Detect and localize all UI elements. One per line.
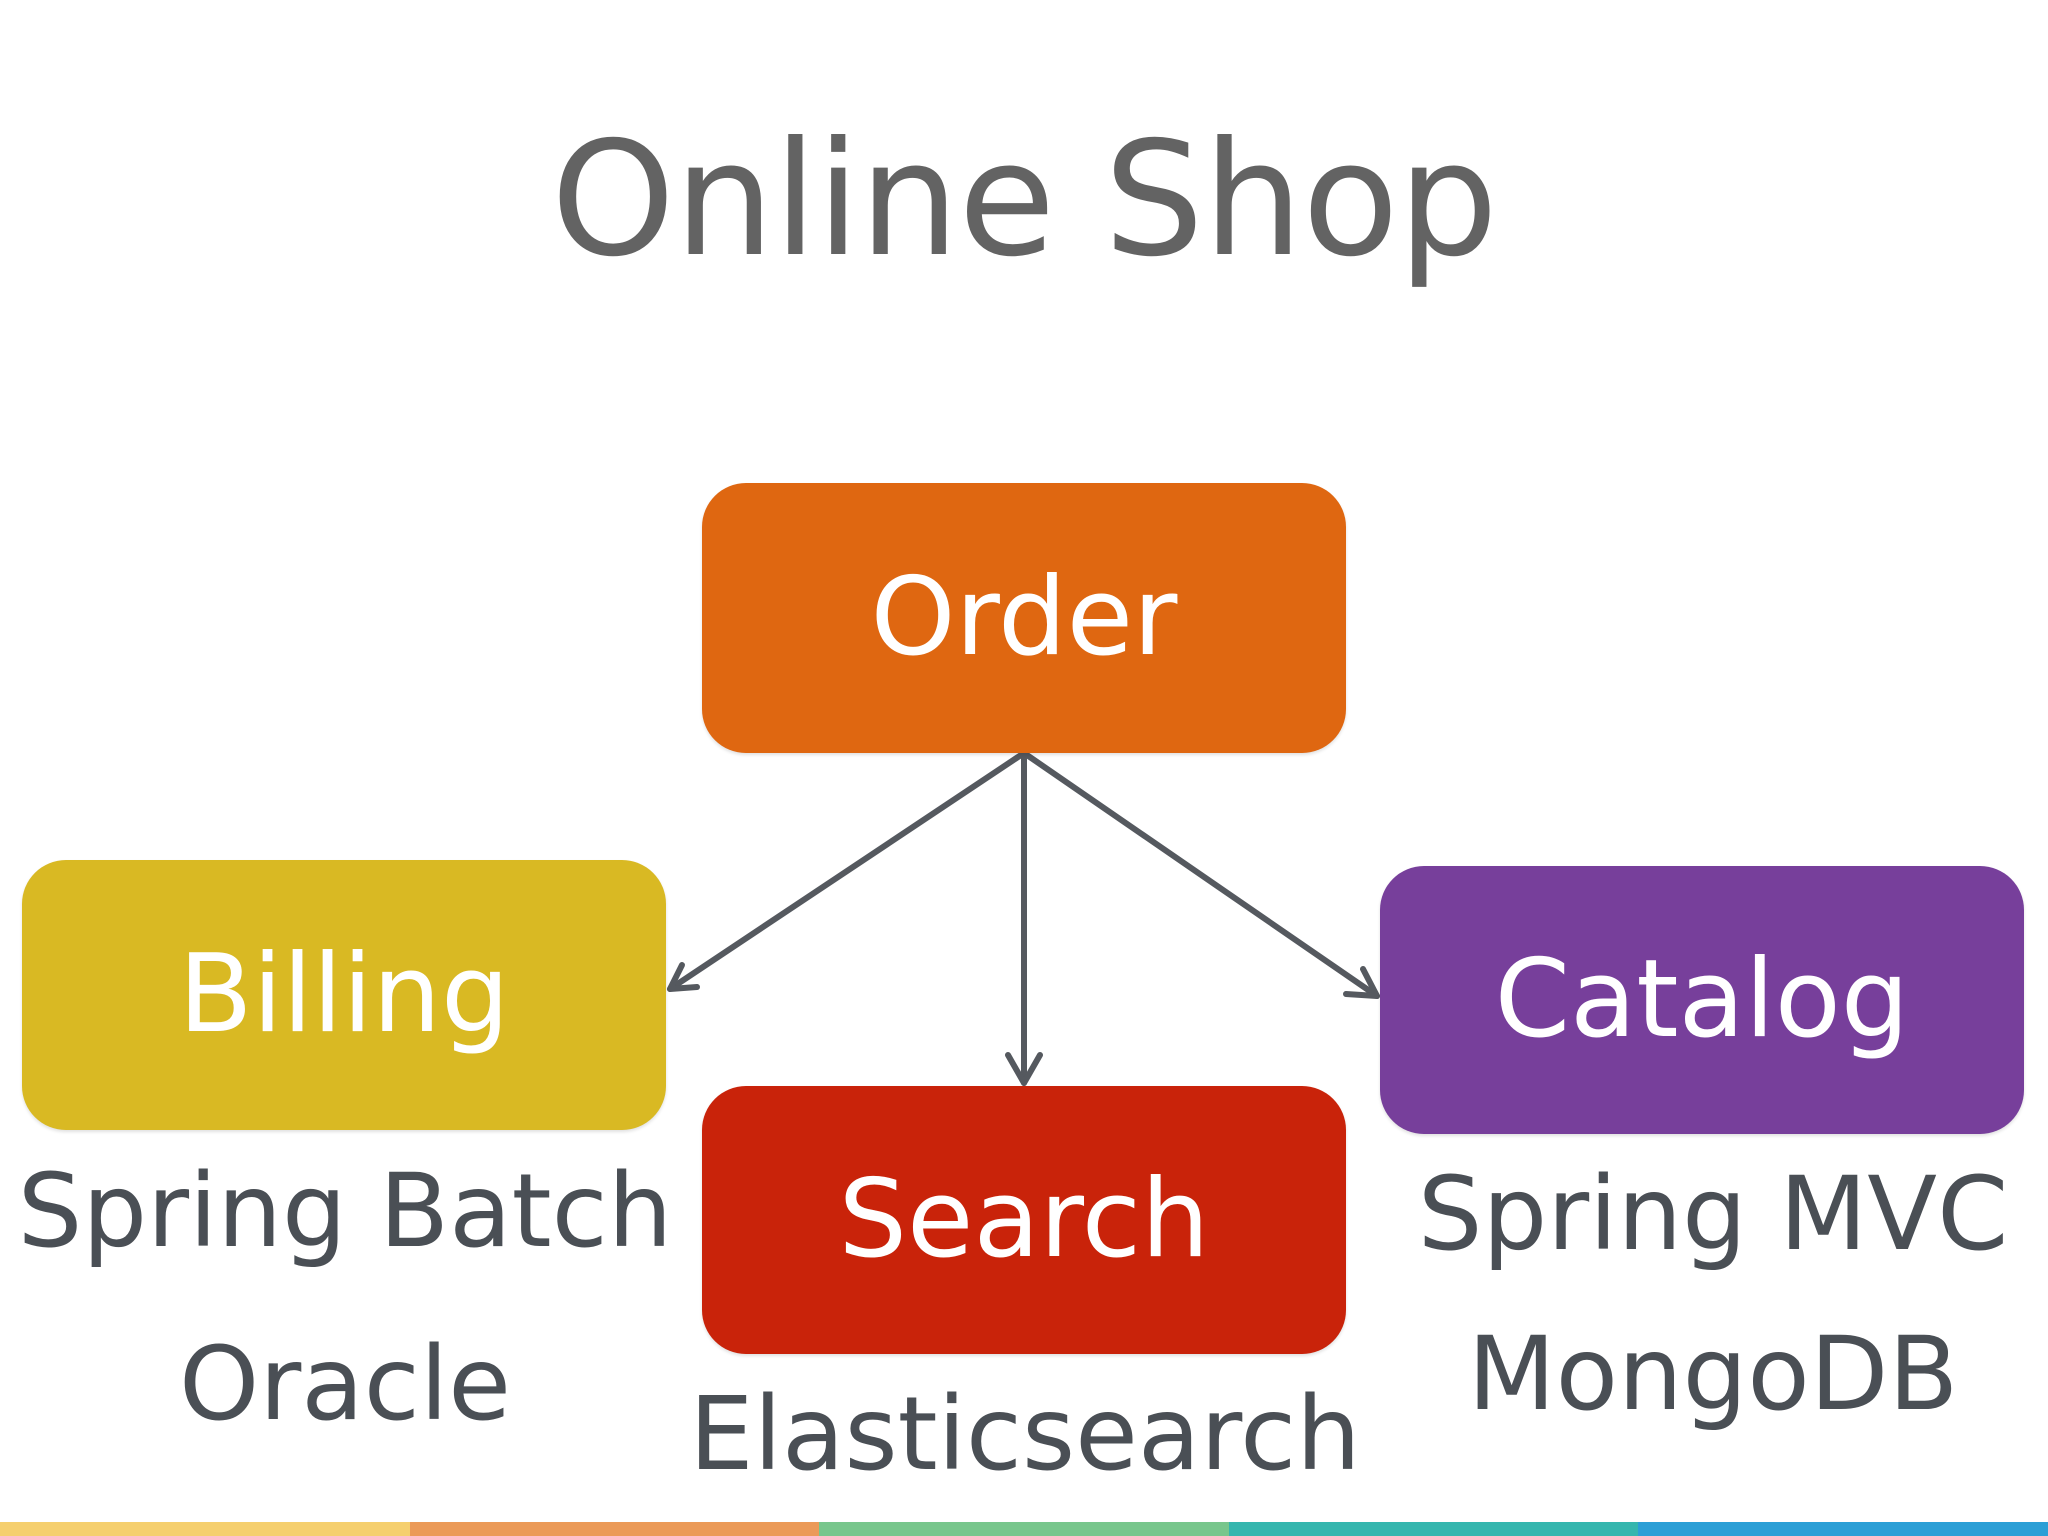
catalog-database-caption: MongoDB [1467,1315,1959,1434]
catalog-label: Catalog [1494,937,1910,1062]
billing-technology-caption: Spring Batch [17,1152,673,1271]
billing-database-caption: Oracle [179,1325,511,1444]
footer-segment [1228,1522,1639,1536]
footer-segment [1638,1522,2048,1536]
footer-segment [0,1522,410,1536]
search-technology-caption: Elasticsearch [689,1375,1361,1494]
order-label: Order [870,555,1178,680]
footer-color-bar [0,1522,2048,1536]
footer-segment [409,1522,820,1536]
slide-title: Online Shop [550,108,1498,292]
search-service-box: Search [702,1086,1346,1354]
footer-segment [819,1522,1229,1536]
arrowhead-billing [667,962,700,992]
arrow-order-to-billing [667,750,1027,992]
catalog-service-box: Catalog [1380,866,2024,1134]
order-service-box: Order [702,483,1346,753]
arrow-order-to-catalog [1021,750,1380,999]
catalog-technology-caption: Spring MVC [1417,1155,2009,1274]
arrowhead-catalog [1343,966,1380,999]
billing-label: Billing [178,932,510,1057]
search-label: Search [838,1157,1210,1282]
billing-service-box: Billing [22,860,666,1130]
arrowhead-search [1005,1052,1043,1086]
